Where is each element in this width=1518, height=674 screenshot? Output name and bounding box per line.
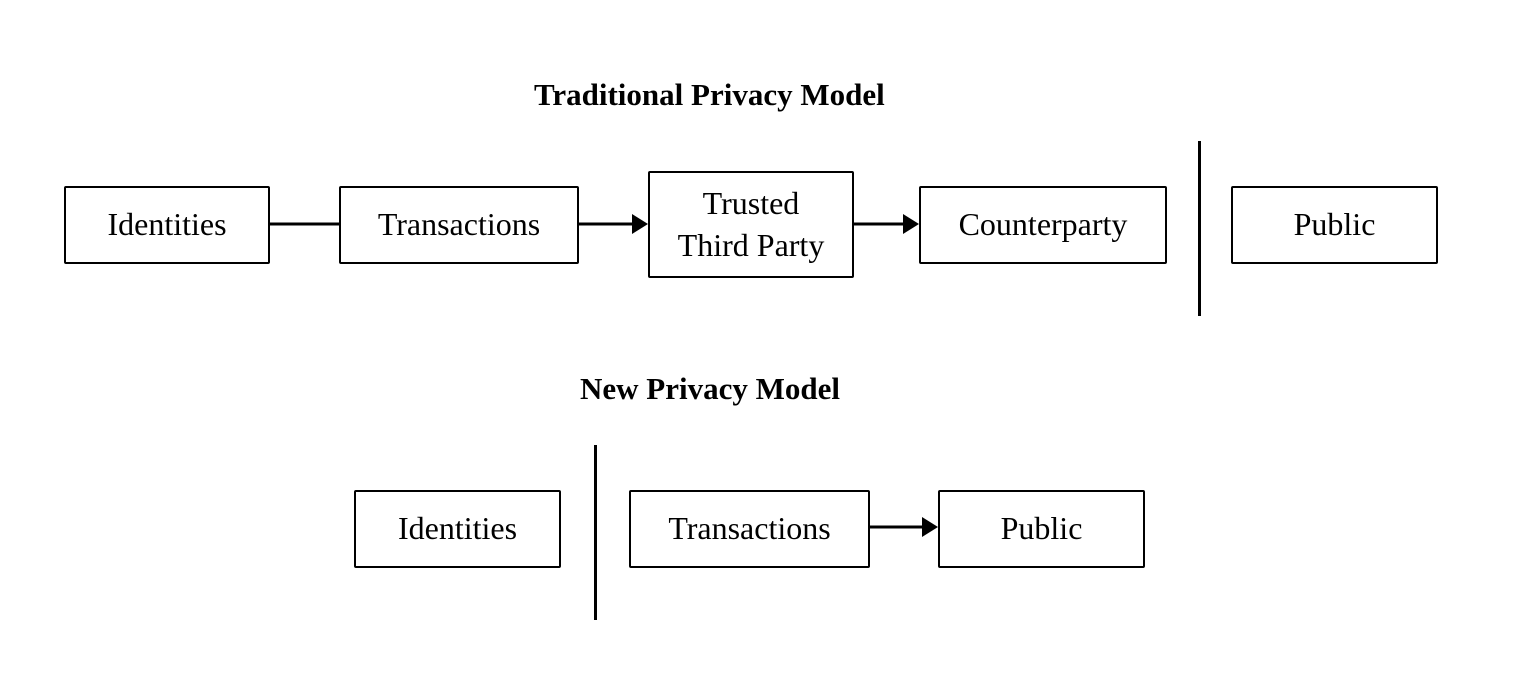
traditional-trusted-third-party-box: Trusted Third Party [648, 171, 854, 278]
new-transactions-label: Transactions [668, 510, 831, 547]
traditional-transactions-label: Transactions [377, 206, 541, 243]
traditional-counterparty-label: Counterparty [958, 206, 1128, 243]
new-identities-label: Identities [397, 510, 518, 547]
new-public-label: Public [1000, 510, 1083, 547]
traditional-public-box: Public [1231, 186, 1438, 264]
traditional-privacy-divider [1198, 141, 1201, 316]
traditional-identities-box: Identities [64, 186, 270, 264]
arrow-trusted-third-party-counterparty-head [903, 214, 919, 234]
new-privacy-divider [594, 445, 597, 620]
arrow-new-transactions-public-head [922, 517, 938, 537]
traditional-model-title: Traditional Privacy Model [534, 77, 885, 112]
traditional-transactions-box: Transactions [339, 186, 579, 264]
traditional-public-label: Public [1293, 206, 1376, 243]
new-transactions-box: Transactions [629, 490, 870, 568]
traditional-identities-label: Identities [107, 206, 227, 243]
arrow-transactions-trusted-third-party-head [632, 214, 648, 234]
traditional-trusted-third-party-label: Trusted Third Party [677, 184, 825, 263]
new-identities-box: Identities [354, 490, 561, 568]
new-model-title: New Privacy Model [580, 371, 840, 406]
new-public-box: Public [938, 490, 1145, 568]
traditional-counterparty-box: Counterparty [919, 186, 1167, 264]
